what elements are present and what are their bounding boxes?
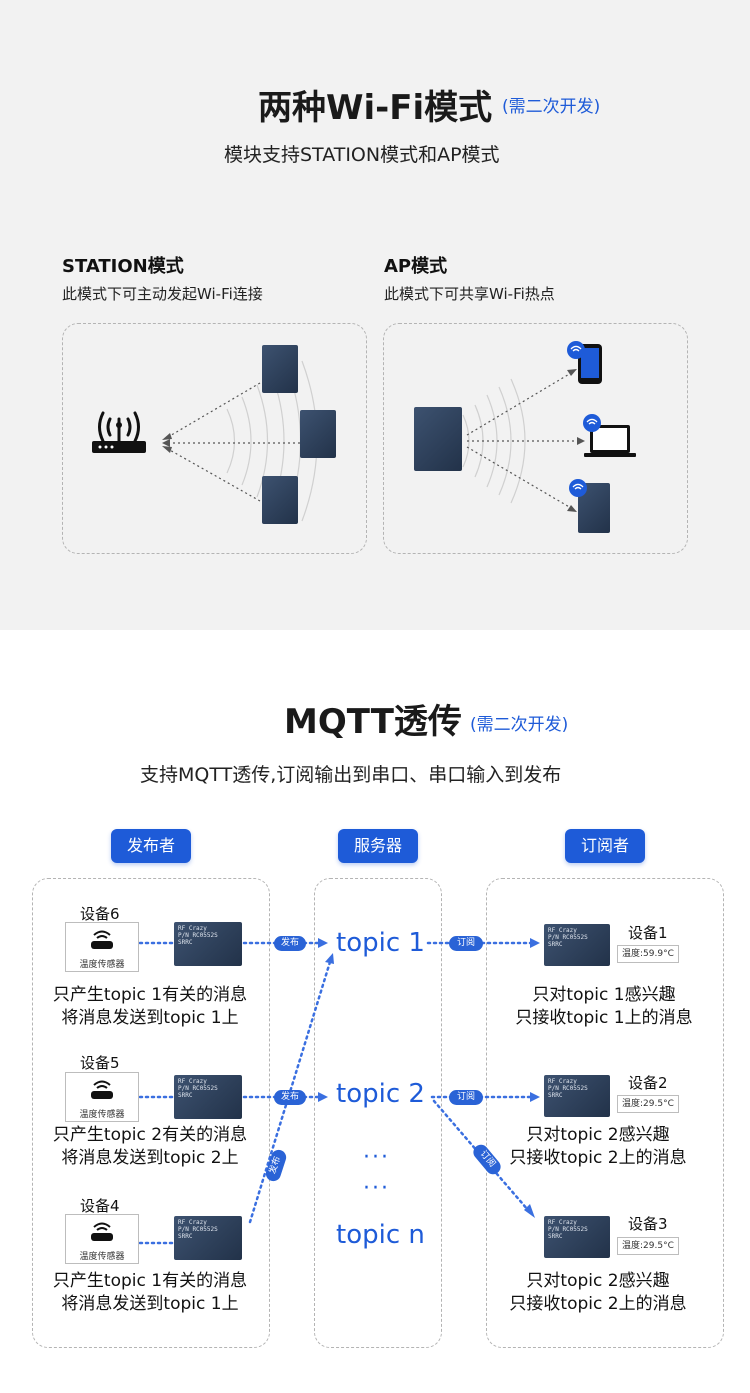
device-name: 设备4 xyxy=(80,1197,120,1215)
wifi-module-icon: RF Crazy P/N RC0552S SRRC xyxy=(544,1216,610,1258)
wifi-module-icon: RF Crazy P/N RC0552S SRRC xyxy=(544,1075,610,1117)
module-text: P/N RC0552S xyxy=(548,1085,588,1092)
thermometer-icon xyxy=(91,1222,113,1241)
wifi-icon xyxy=(569,479,587,497)
temperature-sensor: 温度传感器 xyxy=(65,922,139,972)
station-diagram-box xyxy=(62,323,367,554)
subscriber-desc: 只对topic 2感兴趣 只接收topic 2上的消息 xyxy=(490,1270,706,1316)
subscribe-chip: 订阅 xyxy=(449,936,483,951)
desc-line: 只产生topic 1有关的消息 xyxy=(52,1271,248,1291)
sensor-label: 温度传感器 xyxy=(79,960,125,970)
device-name: 设备6 xyxy=(80,905,120,923)
server-header: 服务器 xyxy=(338,829,418,863)
laptop-icon xyxy=(583,414,636,457)
topic-label: topic n xyxy=(336,1220,425,1250)
subscribe-chip: 订阅 xyxy=(449,1090,483,1105)
publisher-desc: 只产生topic 1有关的消息 将消息发送到topic 1上 xyxy=(42,984,258,1030)
wifi-module-icon: RF Crazy P/N RC0552S SRRC xyxy=(174,1216,242,1260)
ap-desc: 此模式下可共享Wi-Fi热点 xyxy=(384,285,555,303)
module-text: SRRC xyxy=(178,939,193,946)
router-icon xyxy=(92,411,146,453)
temperature-readout: 温度:59.9°C xyxy=(617,945,679,963)
ap-diagram xyxy=(462,369,585,512)
desc-line: 只对topic 2感兴趣 xyxy=(526,1125,670,1145)
module-text: P/N RC0552S xyxy=(178,1085,218,1092)
temperature-sensor: 温度传感器 xyxy=(65,1214,139,1264)
wifi-module-icon: RF Crazy P/N RC0552S SRRC xyxy=(544,924,610,966)
module-text: SRRC xyxy=(548,1092,563,1099)
desc-line: 将消息发送到topic 1上 xyxy=(61,1008,239,1028)
device-name: 设备3 xyxy=(628,1215,668,1233)
module-text: RF Crazy xyxy=(548,927,577,934)
desc-line: 将消息发送到topic 1上 xyxy=(61,1294,239,1314)
mqtt-subtitle: 支持MQTT透传,订阅输出到串口、串口输入到发布 xyxy=(140,764,562,786)
sensor-label: 温度传感器 xyxy=(79,1252,125,1262)
mqtt-title: MQTT透传 xyxy=(284,702,462,742)
ap-title: AP模式 xyxy=(384,256,448,277)
publisher-header: 发布者 xyxy=(111,829,191,863)
wifi-title-note: (需二次开发) xyxy=(502,97,601,117)
station-desc: 此模式下可主动发起Wi-Fi连接 xyxy=(62,285,263,303)
ellipsis: ··· xyxy=(363,1145,390,1170)
subscriber-desc: 只对topic 1感兴趣 只接收topic 1上的消息 xyxy=(496,984,712,1030)
subscriber-desc: 只对topic 2感兴趣 只接收topic 2上的消息 xyxy=(490,1124,706,1170)
wifi-module-icon xyxy=(414,407,462,471)
module-text: P/N RC0552S xyxy=(548,934,588,941)
desc-line: 只对topic 2感兴趣 xyxy=(526,1271,670,1291)
desc-line: 只产生topic 1有关的消息 xyxy=(52,985,248,1005)
desc-line: 只接收topic 2上的消息 xyxy=(509,1294,687,1314)
module-text: RF Crazy xyxy=(178,1078,207,1085)
wifi-title: 两种Wi-Fi模式 xyxy=(258,88,493,128)
desc-line: 只对topic 1感兴趣 xyxy=(532,985,676,1005)
thermometer-icon xyxy=(91,1080,113,1099)
module-text: RF Crazy xyxy=(178,1219,207,1226)
server-box xyxy=(314,878,442,1348)
wifi-module-icon: RF Crazy P/N RC0552S SRRC xyxy=(174,1075,242,1119)
desc-line: 将消息发送到topic 2上 xyxy=(61,1148,239,1168)
module-text: P/N RC0552S xyxy=(548,1226,588,1233)
temperature-readout: 温度:29.5°C xyxy=(617,1237,679,1255)
publisher-desc: 只产生topic 2有关的消息 将消息发送到topic 2上 xyxy=(42,1124,258,1170)
sensor-label: 温度传感器 xyxy=(79,1110,125,1120)
desc-line: 只接收topic 1上的消息 xyxy=(515,1008,693,1028)
mqtt-section xyxy=(0,630,750,1393)
temperature-sensor: 温度传感器 xyxy=(65,1072,139,1122)
topic-label: topic 1 xyxy=(336,928,425,958)
station-title: STATION模式 xyxy=(62,256,184,277)
module-text: RF Crazy xyxy=(178,925,207,932)
module-text: P/N RC0552S xyxy=(178,1226,218,1233)
desc-line: 只接收topic 2上的消息 xyxy=(509,1148,687,1168)
desc-line: 只产生topic 2有关的消息 xyxy=(52,1125,248,1145)
publisher-desc: 只产生topic 1有关的消息 将消息发送到topic 1上 xyxy=(42,1270,258,1316)
thermometer-icon xyxy=(91,930,113,949)
topic-label: topic 2 xyxy=(336,1079,425,1109)
subscriber-box xyxy=(486,878,724,1348)
ellipsis: ··· xyxy=(363,1176,390,1201)
module-text: RF Crazy xyxy=(548,1078,577,1085)
wifi-module-icon xyxy=(262,476,298,524)
device-name: 设备5 xyxy=(80,1054,120,1072)
phone-icon xyxy=(567,341,602,384)
module-text: SRRC xyxy=(178,1092,193,1099)
publisher-box xyxy=(32,878,270,1348)
wifi-module-icon: RF Crazy P/N RC0552S SRRC xyxy=(174,922,242,966)
subscriber-header: 订阅者 xyxy=(565,829,645,863)
module-text: SRRC xyxy=(178,1233,193,1240)
wifi-modes-section xyxy=(0,0,750,630)
wifi-module-icon xyxy=(300,410,336,458)
device-name: 设备2 xyxy=(628,1074,668,1092)
module-text: P/N RC0552S xyxy=(178,932,218,939)
publish-chip: 发布 xyxy=(274,936,306,951)
mqtt-title-note: (需二次开发) xyxy=(470,715,569,735)
wifi-subtitle: 模块支持STATION模式和AP模式 xyxy=(224,144,500,166)
ap-diagram-box xyxy=(383,323,688,554)
wifi-module-icon xyxy=(262,345,298,393)
publish-chip: 发布 xyxy=(274,1090,306,1105)
module-text: SRRC xyxy=(548,941,563,948)
module-text: SRRC xyxy=(548,1233,563,1240)
device-name: 设备1 xyxy=(628,924,668,942)
temperature-readout: 温度:29.5°C xyxy=(617,1095,679,1113)
module-text: RF Crazy xyxy=(548,1219,577,1226)
